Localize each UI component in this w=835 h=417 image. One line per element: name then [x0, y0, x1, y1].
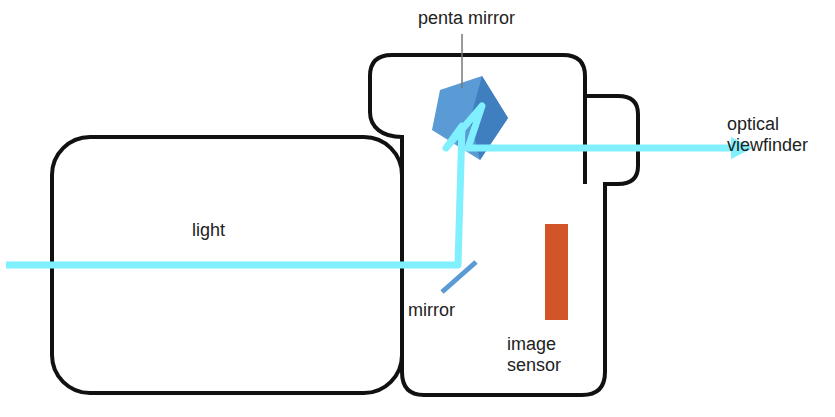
part-label: penta mirror — [418, 8, 558, 29]
leader-line — [461, 34, 463, 88]
mirror — [442, 262, 476, 292]
light-path — [6, 106, 735, 265]
part-label: optical viewfinder — [727, 114, 831, 156]
eyepiece-seam — [583, 96, 587, 184]
camera-body — [370, 55, 638, 395]
part-label: image sensor — [507, 334, 573, 376]
beam-label: light — [192, 220, 272, 241]
part-label: mirror — [408, 300, 488, 321]
image-sensor — [545, 224, 568, 320]
